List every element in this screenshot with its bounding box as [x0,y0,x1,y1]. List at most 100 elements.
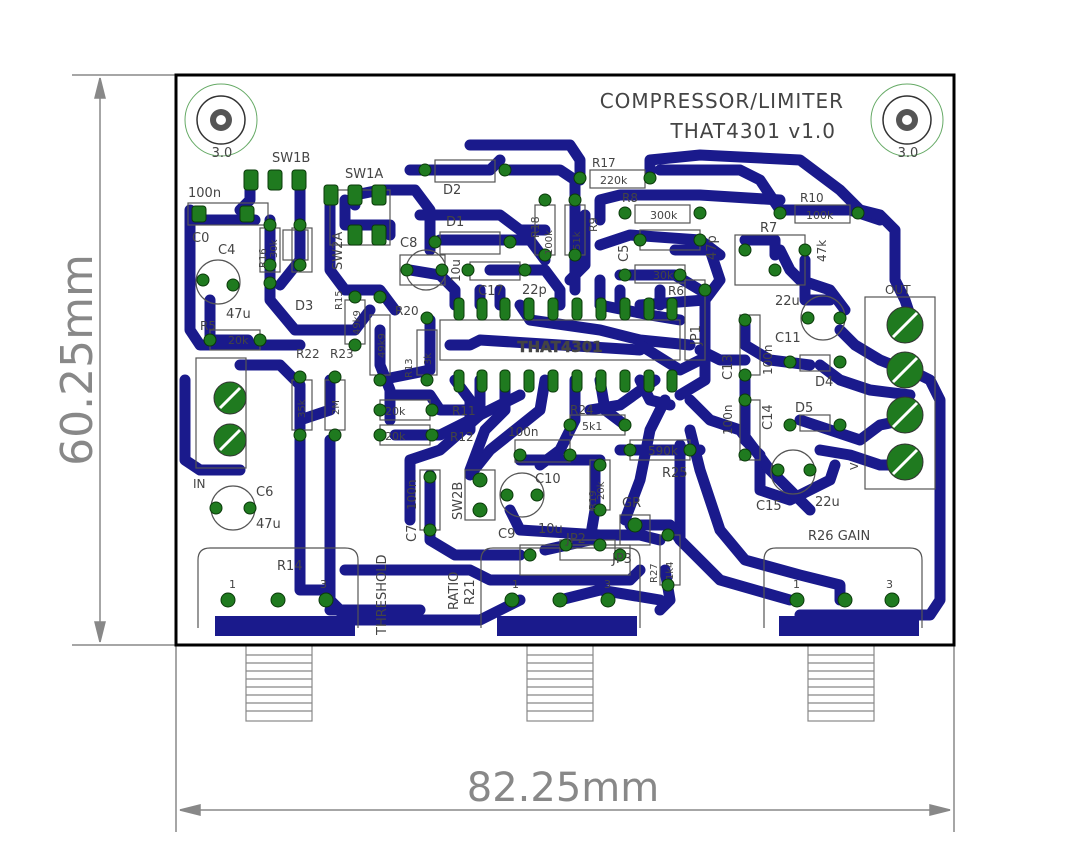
label-r18-val: 100k [544,230,555,255]
label-r5-val: 20k [228,334,249,347]
label-c10-val: 100n [508,425,539,439]
terminal-out [886,306,924,481]
label-c4: C4 [218,243,235,258]
label-in: IN [193,477,206,491]
label-r10: R10 [800,191,824,205]
label-jp2: JP2 [565,532,586,547]
label-c14-val: 100n [721,404,735,435]
label-r5: R5 [200,319,216,333]
label-r17: R17 [592,156,616,170]
label-r6: R6 [668,284,684,298]
label-r8: R8 [622,191,638,205]
label-c8-val: 10u [449,259,463,282]
pot-r26-pin1: 1 [793,578,800,591]
mount-hole-size-label: 3.0 [212,146,233,161]
label-c15-val: 22u [815,495,840,510]
silkscreen-labels: SW1B SW1A SW2A SW2B 100n C0 C4 47u D2 D1… [188,151,911,636]
label-sw2b: SW2B [451,482,466,520]
label-d4: D4 [815,375,833,390]
pot-r14-pin3: 3 [320,578,327,591]
mounting-hole-right: 3.0 [870,83,944,161]
label-out: OUT [885,283,911,297]
label-c17: C17 [478,284,504,299]
pot-r14-pin1: 1 [229,578,236,591]
label-r7: R7 [760,221,777,236]
label-r24: R24 [570,403,594,417]
label-r27: R27 [649,563,660,583]
label-c5: C5 [617,245,632,262]
label-jp3: JP3 [611,552,632,567]
label-r7-val: 47k [815,240,829,262]
label-r20-val: 49k9 [377,333,388,358]
label-r17-val: 220k [600,174,628,187]
label-c14: C14 [761,404,776,430]
label-sw1a: SW1A [345,167,383,182]
label-r12: R12 [450,430,474,444]
label-d1: D1 [446,215,464,230]
label-jp1: JP1 [689,325,704,346]
label-c15: C15 [756,499,782,514]
label-r19-val: 20k [596,481,607,500]
label-c6: C6 [256,485,273,500]
label-c6-val: 47u [256,517,281,532]
label-r22: R22 [296,347,320,361]
label-r16: R16 [258,248,269,268]
label-threshold: THRESHOLD [375,555,390,636]
height-dimension-label: 60.25mm [52,254,103,466]
pot-r21-pin3: 3 [604,578,611,591]
label-gr: GR [622,496,641,511]
terminal-in [213,381,247,457]
label-r14: R14 [277,559,303,574]
board-title: COMPRESSOR/LIMITER [600,89,844,113]
label-c5-val: 47p [705,235,720,260]
label-c13: C13 [721,354,736,380]
label-c7-val: 100n [405,479,419,510]
label-v: V [848,462,861,470]
r14-shaft [245,644,313,722]
label-sw2a: SW2A [331,232,346,270]
label-c9-val: 10u [538,522,563,537]
label-d2: D2 [443,183,461,198]
label-r24-val: 5k1 [582,420,602,433]
label-c4-val: 47u [226,307,251,322]
label-c10: C10 [535,472,561,487]
label-r13-val: 3k [423,353,434,365]
label-c11: C11 [775,331,801,346]
label-r11-val: 20k [385,405,406,418]
label-r21: R21 [463,579,478,605]
label-r27-val: 1k4 [665,561,676,580]
label-r22-val: 35k [297,399,308,418]
label-r9: R9 [587,217,600,232]
label-r23-val: 2M [331,400,342,415]
label-r16-val: 30k [269,239,280,258]
label-r10-val: 100k [806,209,834,222]
label-r19: R19 [588,490,599,510]
label-c17-val: 22p [522,283,547,298]
label-r12-val: 20k [385,430,406,443]
pot-r21-pin1: 1 [512,578,519,591]
label-r11: R11 [452,404,476,418]
label-ratio: RATIO [447,572,462,610]
label-c7: C7 [405,525,420,542]
label-c9: C9 [498,527,515,542]
pot-bases [215,616,919,636]
label-c8: C8 [400,236,417,251]
pot-shafts [245,644,875,722]
label-c11-val: 22u [775,294,800,309]
label-r15: R15 [334,290,345,310]
r21-shaft [526,644,594,722]
label-r6-val: 30k [653,269,674,282]
label-c13-val: 100n [761,344,775,375]
r26-shaft [807,644,875,722]
label-r15-val: 49k9 [352,310,363,335]
mounting-hole-left: 3.0 [184,83,258,161]
label-r20: R20 [395,304,419,318]
pot-r26-pin3: 3 [886,578,893,591]
ic-label: THAT4301 [517,338,602,356]
label-d5: D5 [795,401,813,416]
label-r8-val: 300k [650,209,678,222]
label-r18: R18 [529,216,542,238]
dimension-lines [72,74,955,832]
mount-hole-size-label: 3.0 [898,146,919,161]
